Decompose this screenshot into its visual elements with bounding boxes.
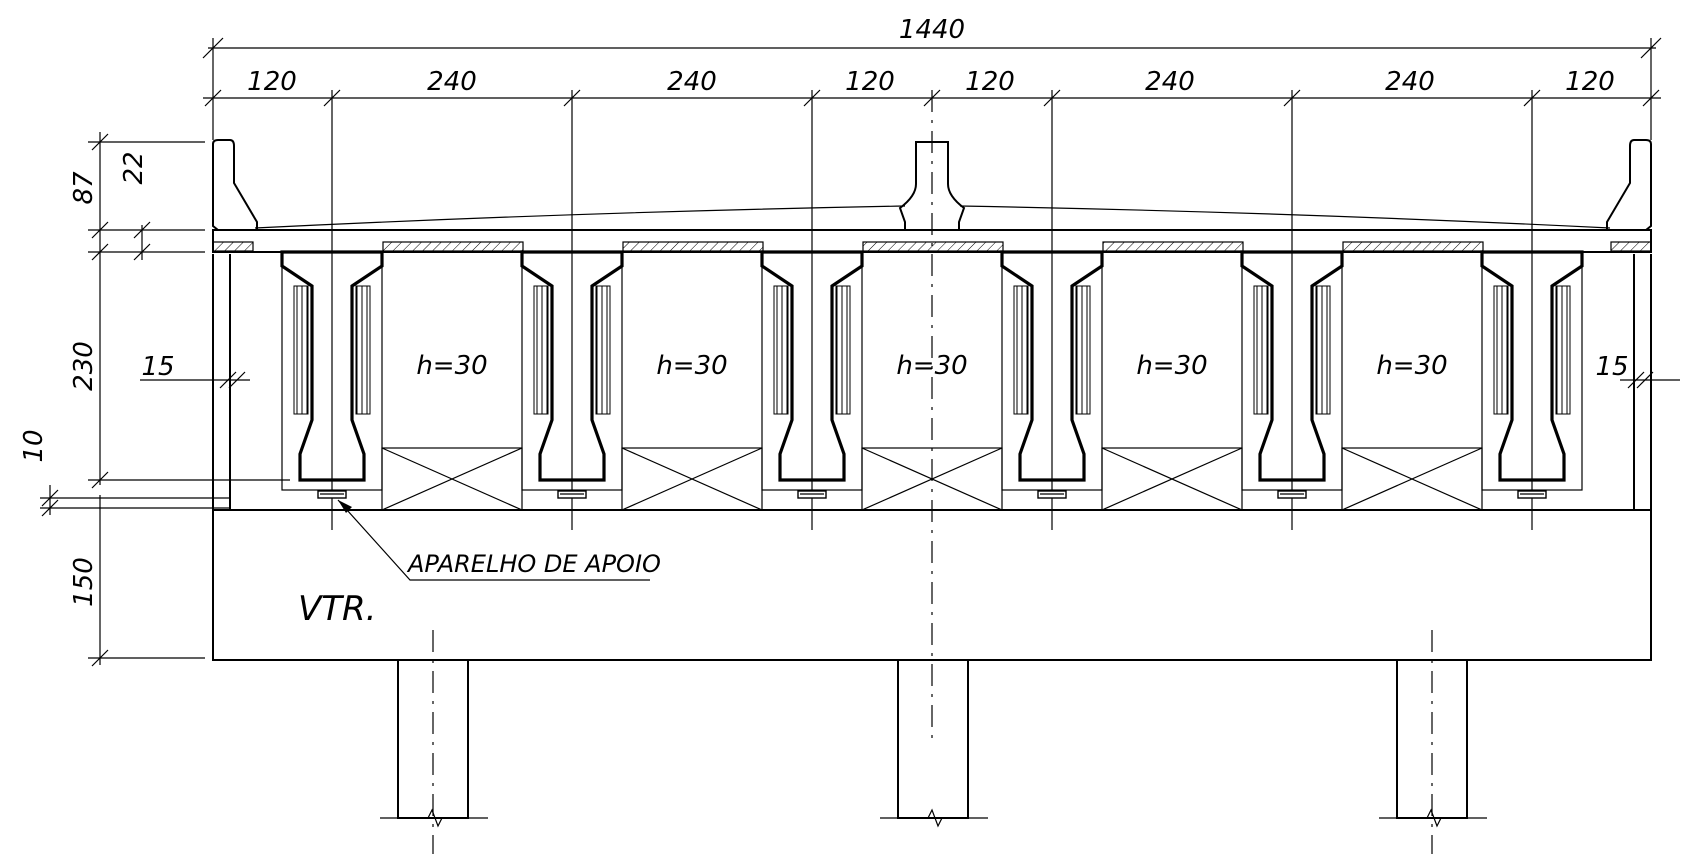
- beam-1: [280, 90, 384, 530]
- diaphragm-block: [1341, 447, 1483, 511]
- span-label-8: 120: [1565, 67, 1615, 97]
- beam-web-hatch-left: [1013, 285, 1029, 415]
- beam-web-hatch-right: [355, 285, 371, 415]
- diaphragm-4: h=30: [1101, 351, 1243, 511]
- span-label-6: 240: [1145, 67, 1195, 97]
- piles: [380, 630, 1487, 854]
- diaphragm-block: [621, 447, 763, 511]
- bearing-callout: APARELHO DE APOIO: [337, 499, 661, 581]
- beam-web-hatch-right: [1075, 285, 1091, 415]
- beam-section: [760, 250, 864, 482]
- span-label-3: 240: [667, 67, 717, 97]
- dim-10: 10: [19, 429, 49, 462]
- span-tick-9: [1642, 89, 1660, 107]
- diaphragm-block: [381, 447, 523, 511]
- beam-web-hatch-right: [835, 285, 851, 415]
- overall-width-label: 1440: [899, 15, 965, 45]
- bearing-label: APARELHO DE APOIO: [406, 550, 661, 578]
- beam-section: [1000, 250, 1104, 482]
- dim-230: 230: [69, 341, 99, 391]
- beam-section: [280, 250, 384, 482]
- dim-22: 22: [119, 151, 149, 184]
- span-label-2: 240: [427, 67, 477, 97]
- diaphragm-5: h=30: [1341, 351, 1483, 511]
- side-gap-dims: 15 15: [140, 352, 1680, 389]
- span-tick-1: [204, 89, 222, 107]
- dim-87: 87: [69, 171, 99, 205]
- beam-web-hatch-right: [1555, 285, 1571, 415]
- beam-5: [1240, 90, 1344, 530]
- beam-section: [1240, 250, 1344, 482]
- beam-web-hatch-right: [1315, 285, 1331, 415]
- span-label-5: 120: [965, 67, 1015, 97]
- diaphragm-cross-2: [1341, 447, 1483, 511]
- beam-section: [520, 250, 624, 482]
- diaphragm-cross-2: [621, 447, 763, 511]
- beam-web-hatch-left: [533, 285, 549, 415]
- end-walls: [212, 254, 1652, 510]
- diaphragm-cross-2: [1101, 447, 1243, 511]
- right-gap-label: 15: [1595, 352, 1628, 382]
- beam-3: [760, 90, 864, 530]
- beam-section: [1480, 250, 1584, 482]
- pile-center: [897, 659, 969, 819]
- beam-4: [1000, 90, 1104, 530]
- diaphragm-1: h=30: [381, 351, 523, 511]
- vertical-dimensions: 87 22 230 10 150: [19, 132, 290, 667]
- span-label-7: 240: [1385, 67, 1435, 97]
- dim-150: 150: [69, 557, 99, 607]
- diaphragm-height-label: h=30: [1376, 351, 1447, 381]
- diaphragm-height-label: h=30: [416, 351, 487, 381]
- beam-web-hatch-right: [595, 285, 611, 415]
- precast-beams: [280, 90, 1584, 530]
- deck-slab: [212, 139, 1652, 253]
- span-label-4: 120: [845, 67, 895, 97]
- beam-web-hatch-left: [773, 285, 789, 415]
- overall-dimension: 1440: [202, 15, 1662, 140]
- beam-web-hatch-left: [1253, 285, 1269, 415]
- beam-6: [1480, 90, 1584, 530]
- diaphragm-cross-2: [381, 447, 523, 511]
- diaphragm-height-label: h=30: [1136, 351, 1207, 381]
- beam-2: [520, 90, 624, 530]
- diaphragm-block: [1101, 447, 1243, 511]
- beam-web-hatch-left: [1493, 285, 1509, 415]
- diaphragm-2: h=30: [621, 351, 763, 511]
- cap-label: VTR.: [298, 589, 376, 629]
- beam-web-hatch-left: [293, 285, 309, 415]
- left-gap-label: 15: [141, 352, 174, 382]
- diaphragm-height-label: h=30: [656, 351, 727, 381]
- span-label-1: 120: [247, 67, 297, 97]
